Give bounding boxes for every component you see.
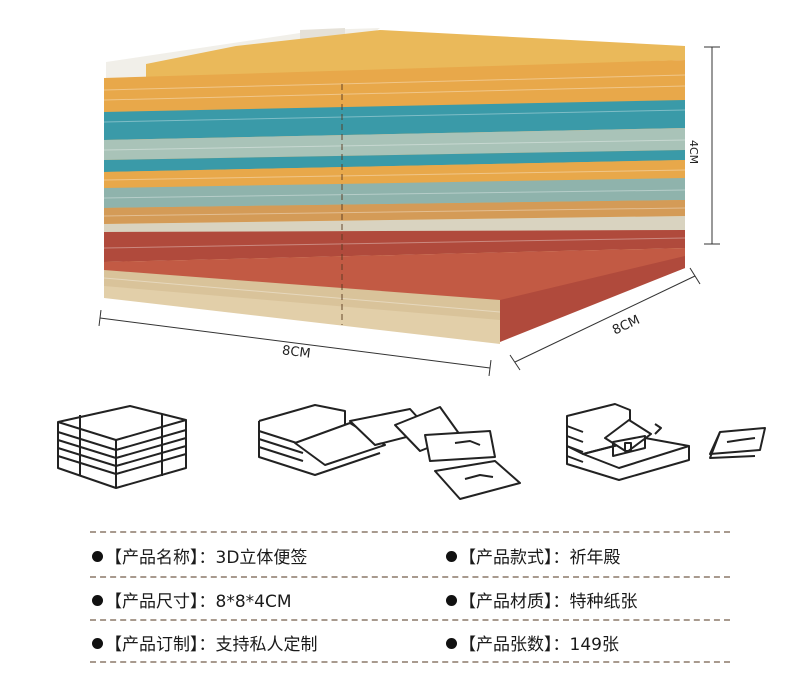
- spec-product-custom: 【产品订制】：支持私人定制: [92, 630, 318, 655]
- bullet-icon: [446, 638, 457, 649]
- spec-product-material: 【产品材质】：特种纸张: [446, 587, 638, 612]
- height-dimension-label: 4CM: [687, 140, 700, 165]
- stack-icon: [57, 405, 187, 489]
- spec-value: 特种纸张: [569, 592, 638, 612]
- spec-product-style: 【产品款式】：祈年殿: [446, 543, 621, 568]
- spec-label: 【产品材质】：: [459, 592, 570, 612]
- spec-value: 8*8*4CM: [215, 592, 292, 612]
- spec-product-name: 【产品名称】：3D立体便签: [92, 543, 307, 568]
- spec-label: 【产品款式】：: [459, 548, 570, 568]
- spec-value: 3D立体便签: [215, 548, 308, 568]
- spec-label: 【产品尺寸】：: [105, 592, 216, 612]
- divider-2: [90, 576, 730, 578]
- product-stack-image: [98, 28, 720, 377]
- spec-product-size: 【产品尺寸】：8*8*4CM: [92, 587, 292, 612]
- bullet-icon: [446, 595, 457, 606]
- spec-label: 【产品订制】：: [105, 635, 216, 655]
- tearing-pages-icon: [258, 404, 521, 500]
- popup-house-icon: [566, 403, 766, 481]
- bullet-icon: [92, 551, 103, 562]
- spec-label: 【产品名称】：: [105, 548, 216, 568]
- bullet-icon: [92, 595, 103, 606]
- bullet-icon: [92, 638, 103, 649]
- divider-1: [90, 531, 730, 533]
- spec-value: 支持私人定制: [215, 635, 318, 655]
- divider-3: [90, 619, 730, 621]
- spec-label: 【产品张数】：: [459, 635, 570, 655]
- spec-value: 祈年殿: [569, 548, 621, 568]
- spec-value: 149张: [569, 635, 619, 655]
- divider-4: [90, 661, 730, 663]
- bullet-icon: [446, 551, 457, 562]
- spec-product-count: 【产品张数】：149张: [446, 630, 619, 655]
